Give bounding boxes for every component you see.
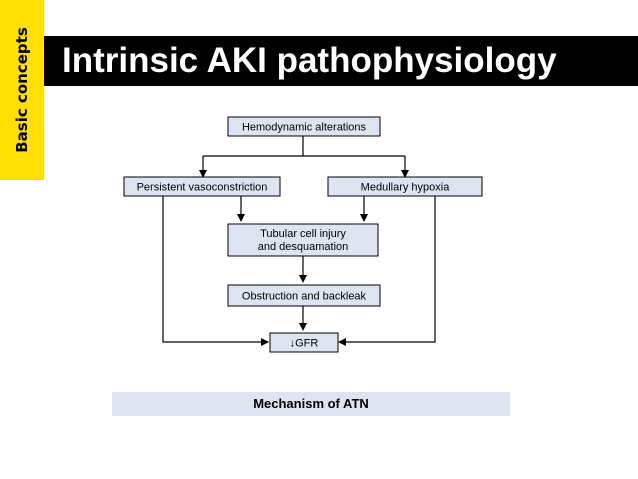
label-hemodynamic: Hemodynamic alterations xyxy=(242,122,367,134)
box-hemodynamic xyxy=(227,116,381,137)
label-tubular-line2: and desquamation xyxy=(258,241,349,253)
node-medullary-hypoxia: Medullary hypoxia xyxy=(327,176,483,197)
caption-bar: Mechanism of ATN xyxy=(112,392,510,416)
label-gfr: ↓GFR xyxy=(290,338,319,350)
caption: Mechanism of ATN xyxy=(253,396,369,411)
flowchart-connectors xyxy=(162,136,436,346)
page-title: Intrinsic AKI pathophysiology xyxy=(62,41,557,80)
label-obstruction: Obstruction and backleak xyxy=(242,291,367,303)
label-tubular-line1: Tubular cell injury xyxy=(260,228,346,240)
box-gfr xyxy=(269,332,339,353)
node-hemodynamic-alterations: Hemodynamic alterations xyxy=(227,116,381,137)
label-hypoxia: Medullary hypoxia xyxy=(361,182,451,194)
node-gfr: ↓GFR xyxy=(269,332,339,353)
box-vasoconstriction xyxy=(123,176,281,197)
label-vasoconstriction: Persistent vasoconstriction xyxy=(137,182,268,194)
box-hypoxia xyxy=(327,176,483,197)
side-tab: Basic concepts xyxy=(0,0,44,180)
title-bar: Intrinsic AKI pathophysiology xyxy=(44,36,638,86)
node-obstruction-backleak: Obstruction and backleak xyxy=(227,284,381,307)
box-obstruction xyxy=(227,284,381,307)
box-tubular xyxy=(227,223,379,257)
arrow-hypoxia-to-gfr xyxy=(338,196,436,346)
node-persistent-vasoconstriction: Persistent vasoconstriction xyxy=(123,176,281,197)
arrow-vasoconstriction-to-gfr xyxy=(162,196,269,346)
node-tubular-cell-injury: Tubular cell injury and desquamation xyxy=(227,223,379,257)
